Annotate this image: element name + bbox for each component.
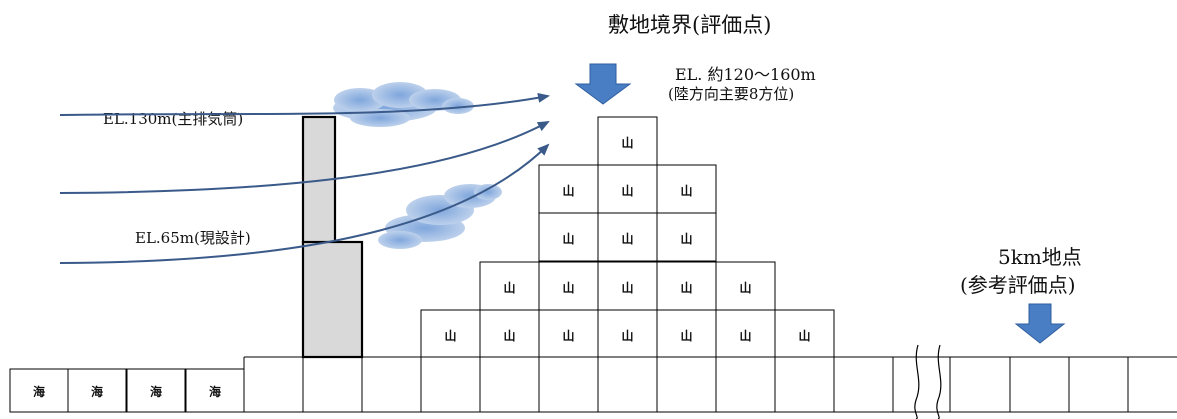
- mountain-cell-label: 山: [739, 280, 751, 295]
- mountain-cell-label: 山: [562, 280, 574, 295]
- sea-cell-label: 海: [150, 384, 162, 399]
- mountain-cell: [597, 164, 658, 214]
- stack-main-label: EL.130m(主排気筒): [103, 110, 243, 128]
- mountain-cell-label: 山: [680, 280, 692, 295]
- stack-design-label: EL.65m(現設計): [135, 229, 251, 247]
- point-5km-sublabel: (参考評価点): [960, 273, 1076, 297]
- ground-cells: 海海海海: [9, 357, 1129, 413]
- mountain-cell: [479, 309, 540, 358]
- mountain-cell-label: 山: [680, 328, 692, 343]
- mountain-cell-label: 山: [739, 328, 751, 343]
- plume-cloud-upper: [333, 82, 474, 127]
- sea-cell: [9, 368, 69, 413]
- break-mark-left: [914, 344, 920, 419]
- mountain-cell: [597, 116, 658, 166]
- plume-cloud-lower: [378, 184, 502, 249]
- mountain-cell: [715, 309, 776, 358]
- el-range-sublabel: (陸方向主要8方位): [668, 85, 794, 103]
- mountain-cell: [597, 309, 658, 358]
- point-5km-label: 5km地点: [998, 245, 1082, 269]
- sea-cell-label: 海: [33, 384, 45, 399]
- design-stack-lower: [301, 240, 364, 359]
- flow-line-bottom: [59, 143, 550, 264]
- mountain-cell-label: 山: [621, 183, 633, 198]
- point-5km-arrow-icon: [1014, 303, 1066, 344]
- mountain-cell-label: 山: [503, 280, 515, 295]
- sea-cell: [185, 368, 245, 413]
- mountain-cell-label: 山: [444, 328, 456, 343]
- sea-cell-label: 海: [209, 384, 221, 399]
- mountain-cell-label: 山: [621, 231, 633, 246]
- mountain-cell-label: 山: [562, 183, 574, 198]
- mountain-cell-label: 山: [621, 280, 633, 295]
- mountain-grid: 山山山山山山山山山山山山山山山山山山山: [420, 116, 835, 358]
- mountain-cell-label: 山: [621, 328, 633, 343]
- mountain-cell-label: 山: [680, 231, 692, 246]
- mountain-cell: [656, 261, 717, 311]
- sea-cell: [126, 368, 186, 413]
- mountain-cell: [656, 164, 717, 214]
- mountain-cell-label: 山: [798, 328, 810, 343]
- mountain-cell: [656, 212, 717, 262]
- mountain-cell: [715, 261, 776, 311]
- mountain-cell: [656, 309, 717, 358]
- mountain-cell-label: 山: [562, 231, 574, 246]
- break-mark-right: [936, 344, 942, 419]
- boundary-arrow-icon: [574, 63, 632, 105]
- sea-cell: [67, 368, 127, 413]
- mountain-cell: [420, 309, 481, 358]
- mountain-cell-label: 山: [621, 135, 633, 150]
- mountain-cell-label: 山: [680, 183, 692, 198]
- mountain-cell: [538, 212, 599, 262]
- flow-line-top: [59, 92, 550, 116]
- mountain-cell-label: 山: [562, 328, 574, 343]
- mountain-cell-label: 山: [503, 328, 515, 343]
- el-range-label: EL. 約120〜160m: [675, 65, 816, 84]
- mountain-cell: [538, 261, 599, 311]
- flow-line-middle: [59, 121, 550, 194]
- boundary-title: 敷地境界(評価点): [608, 13, 771, 37]
- mountain-cell: [538, 309, 599, 358]
- sea-cell-label: 海: [91, 384, 103, 399]
